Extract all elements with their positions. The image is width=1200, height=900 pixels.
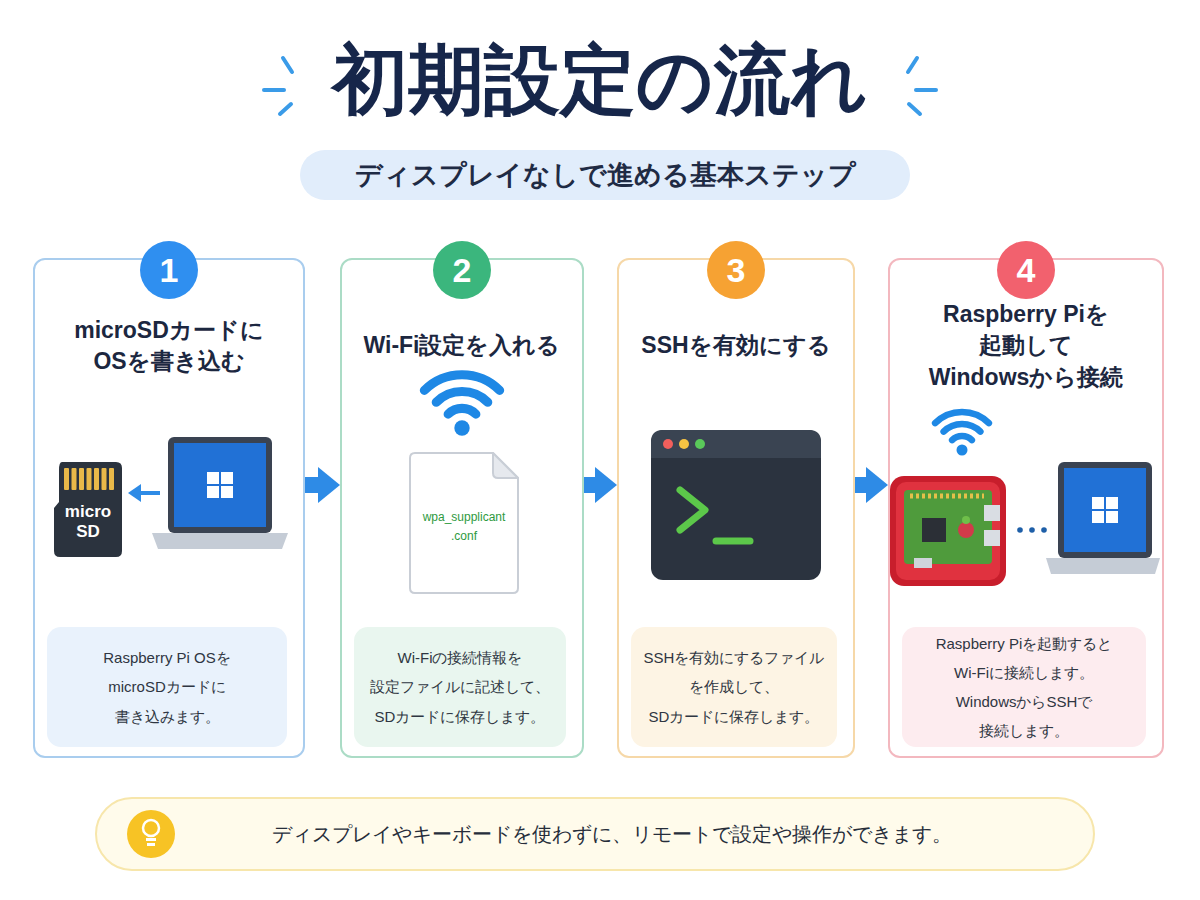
card-label: micro SD (54, 502, 122, 541)
description-text: SSHを有効にするファイル を作成して、 SDカードに保存します。 (631, 627, 837, 747)
description-text: Wi-Fiの接続情報を 設定ファイルに記述して、 SDカードに保存します。 (354, 627, 566, 747)
description-box: SSHを有効にするファイル を作成して、 SDカードに保存します。 (631, 627, 837, 747)
description-text: Raspberry Piを起動すると Wi-Fiに接続します。 Windowsか… (902, 627, 1146, 747)
step-number: 3 (707, 241, 765, 299)
step-title: Wi-Fi設定を入れる (342, 294, 582, 398)
step-title: microSDカードに OSを書き込む (35, 294, 303, 398)
description-box: Raspberry Pi OSを microSDカードに 書き込みます。 (47, 627, 287, 747)
diagram-title: 初期設定の流れ (0, 36, 1200, 123)
description-box: Raspberry Piを起動すると Wi-Fiに接続します。 Windowsか… (902, 627, 1146, 747)
subtitle-pill: ディスプレイなしで進める基本ステップ (300, 150, 910, 200)
step-number-badge: 1 (140, 241, 198, 299)
step-title: Raspberry Piを 起動して Windowsから接続 (890, 294, 1162, 398)
file-name: wpa_supplicant .conf (409, 508, 519, 545)
step-title: SSHを有効にする (619, 294, 853, 398)
flow-arrow (305, 477, 328, 493)
config-file: wpa_supplicant .conf (409, 452, 519, 594)
step-card: Raspberry Piを 起動して Windowsから接続4Raspberry… (888, 258, 1164, 758)
description-text: Raspberry Pi OSを microSDカードに 書き込みます。 (47, 627, 287, 747)
microsd-card: micro SD (54, 462, 122, 557)
flow-arrow (855, 477, 876, 493)
tip-text: ディスプレイやキーボードを使わずに、リモートで設定や操作ができます。 (207, 799, 1017, 869)
step-number-badge: 2 (433, 241, 491, 299)
tip-banner: ディスプレイやキーボードを使わずに、リモートで設定や操作ができます。 (95, 797, 1095, 871)
step-card: microSDカードに OSを書き込む1micro SDRaspberry Pi… (33, 258, 305, 758)
subtitle-text: ディスプレイなしで進める基本ステップ (300, 150, 910, 200)
step-number-badge: 3 (707, 241, 765, 299)
description-box: Wi-Fiの接続情報を 設定ファイルに記述して、 SDカードに保存します。 (354, 627, 566, 747)
step-card: Wi-Fi設定を入れる2wpa_supplicant .confWi-Fiの接続… (340, 258, 584, 758)
step-number: 4 (997, 241, 1055, 299)
step-number: 2 (433, 241, 491, 299)
flow-arrow (584, 477, 605, 493)
step-number-badge: 4 (997, 241, 1055, 299)
step-number: 1 (140, 241, 198, 299)
step-card: SSHを有効にする3SSHを有効にするファイル を作成して、 SDカードに保存し… (617, 258, 855, 758)
